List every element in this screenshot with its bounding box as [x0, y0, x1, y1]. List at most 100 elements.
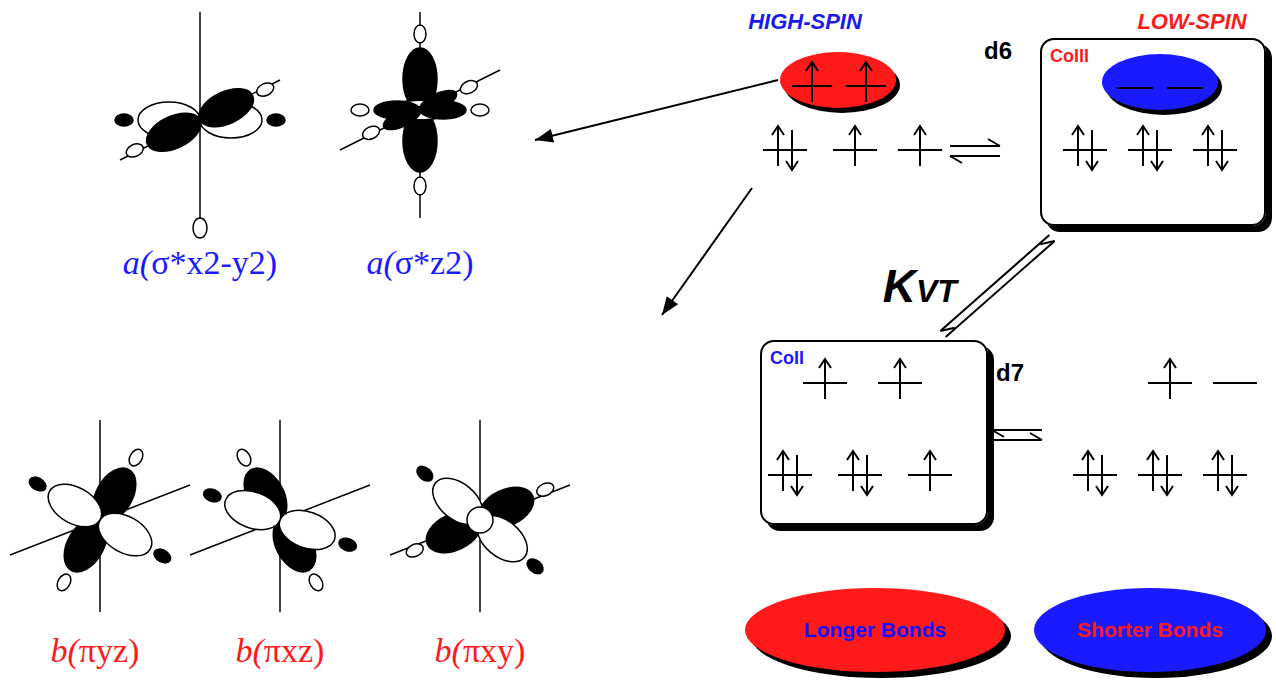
- spin-arrow: [1101, 455, 1103, 495]
- electron-count: d6: [984, 38, 1012, 64]
- spin-arrow-head: [772, 126, 784, 135]
- energy-level: [1193, 149, 1237, 151]
- spin-arrow-head: [1137, 126, 1149, 135]
- spin-arrow-head: [1164, 359, 1176, 368]
- orbital-label: b(πxz): [236, 632, 325, 669]
- orbital-lobe: [193, 81, 259, 135]
- orbital-lobe: [417, 86, 460, 117]
- spin-arrow: [852, 451, 854, 491]
- ligand-lobe: [124, 141, 145, 159]
- spin-arrow: [1207, 126, 1209, 166]
- equilibrium-arrow: [950, 155, 1000, 157]
- pointer-arrow-head: [662, 296, 678, 315]
- spin-arrow: [791, 130, 793, 170]
- spin-arrow: [1217, 451, 1219, 491]
- equilibrium-arrow: [992, 439, 1042, 441]
- ligand-lobe: [193, 218, 207, 238]
- spin-arrow: [782, 451, 784, 491]
- energy-level: [1213, 382, 1257, 384]
- spin-arrow-head: [1072, 126, 1084, 135]
- orbital-lobe: [41, 475, 109, 535]
- energy-level: [1117, 87, 1153, 89]
- spin-arrow: [866, 455, 868, 495]
- orbital-label: a(σ*z2): [366, 244, 473, 281]
- pointer-arrow: [535, 80, 778, 140]
- ligand-lobe: [152, 546, 174, 565]
- orbital-lobe: [219, 483, 286, 537]
- spin-arrow-head: [1151, 161, 1163, 170]
- spin-arrow-head: [786, 161, 798, 170]
- ellipse-fill: [745, 588, 1005, 672]
- spin-arrow: [865, 62, 867, 102]
- spin-arrow-head: [1202, 126, 1214, 135]
- spin-arrow-head: [1096, 486, 1108, 495]
- equilibrium-head: [1030, 433, 1042, 440]
- ion-label: CoII: [770, 348, 804, 369]
- bond-label: Longer Bonds: [804, 618, 946, 642]
- spin-arrow: [1152, 451, 1154, 491]
- spin-arrow: [1091, 130, 1093, 170]
- spin-arrow-head: [1086, 161, 1098, 170]
- energy-level: [763, 149, 807, 151]
- spin-arrow: [1221, 130, 1223, 170]
- ion-label: CoIII: [1050, 46, 1089, 67]
- spin-arrow: [824, 359, 826, 399]
- bond-label: Shorter Bonds: [1077, 618, 1223, 642]
- spin-arrow-head: [849, 126, 861, 135]
- spin-heading: HIGH-SPIN: [748, 10, 862, 34]
- spin-arrow-head: [777, 451, 789, 460]
- ligand-lobe: [202, 487, 223, 504]
- spin-arrow: [777, 126, 779, 166]
- spin-arrow: [1087, 451, 1089, 491]
- spin-arrow: [929, 451, 931, 491]
- ligand-lobe: [404, 541, 425, 559]
- spin-arrow-head: [1161, 486, 1173, 495]
- spin-arrow-head: [860, 62, 872, 71]
- ellipse-fill: [1034, 588, 1266, 672]
- energy-level: [768, 474, 812, 476]
- bond-ellipse: Shorter Bonds: [1034, 588, 1266, 672]
- ligand-lobe: [267, 114, 285, 126]
- energy-level: [1167, 87, 1203, 89]
- electron-count: d7: [996, 360, 1024, 386]
- spin-arrow-head: [1216, 161, 1228, 170]
- bond-ellipse: Longer Bonds: [745, 588, 1005, 672]
- spin-arrow-head: [1212, 451, 1224, 460]
- orbital-label: b(πxy): [435, 632, 526, 669]
- spin-arrow: [796, 455, 798, 495]
- ligand-lobe: [351, 104, 369, 116]
- ligand-lobe: [126, 447, 145, 469]
- spin-arrow: [1077, 126, 1079, 166]
- spin-arrow-head: [894, 359, 906, 368]
- orbital-lobe: [141, 105, 207, 159]
- spin-arrow-head: [806, 62, 818, 71]
- ligand-lobe: [306, 572, 325, 594]
- orbital-label: b(πyz): [51, 632, 140, 669]
- ligand-lobe: [54, 572, 73, 594]
- equilibrium-connector: [940, 235, 1054, 337]
- spin-arrow-head: [819, 359, 831, 368]
- spin-arrow-head: [861, 486, 873, 495]
- eg-ellipse: [780, 52, 896, 108]
- spin-arrow: [1169, 359, 1171, 399]
- ligand-lobe: [414, 463, 436, 484]
- energy-level: [838, 474, 882, 476]
- equilibrium-head: [992, 430, 1004, 437]
- spin-heading: LOW-SPIN: [1137, 10, 1246, 34]
- orbital-lobe: [274, 503, 341, 557]
- energy-level: [1138, 474, 1182, 476]
- equilibrium-constant: KVT: [883, 261, 957, 312]
- ion-box: CoIII: [1040, 38, 1266, 226]
- spin-arrow: [899, 359, 901, 399]
- orbital-lobe: [380, 103, 423, 134]
- ligand-lobe: [27, 474, 49, 493]
- ligand-lobe: [414, 177, 426, 195]
- spin-arrow-head: [914, 126, 926, 135]
- pointer-arrow: [662, 188, 752, 315]
- ligand-lobe: [458, 78, 479, 96]
- equilibrium-arrow: [950, 145, 1000, 147]
- spin-arrow: [1231, 455, 1233, 495]
- spin-arrow: [1166, 455, 1168, 495]
- ligand-lobe: [337, 536, 358, 553]
